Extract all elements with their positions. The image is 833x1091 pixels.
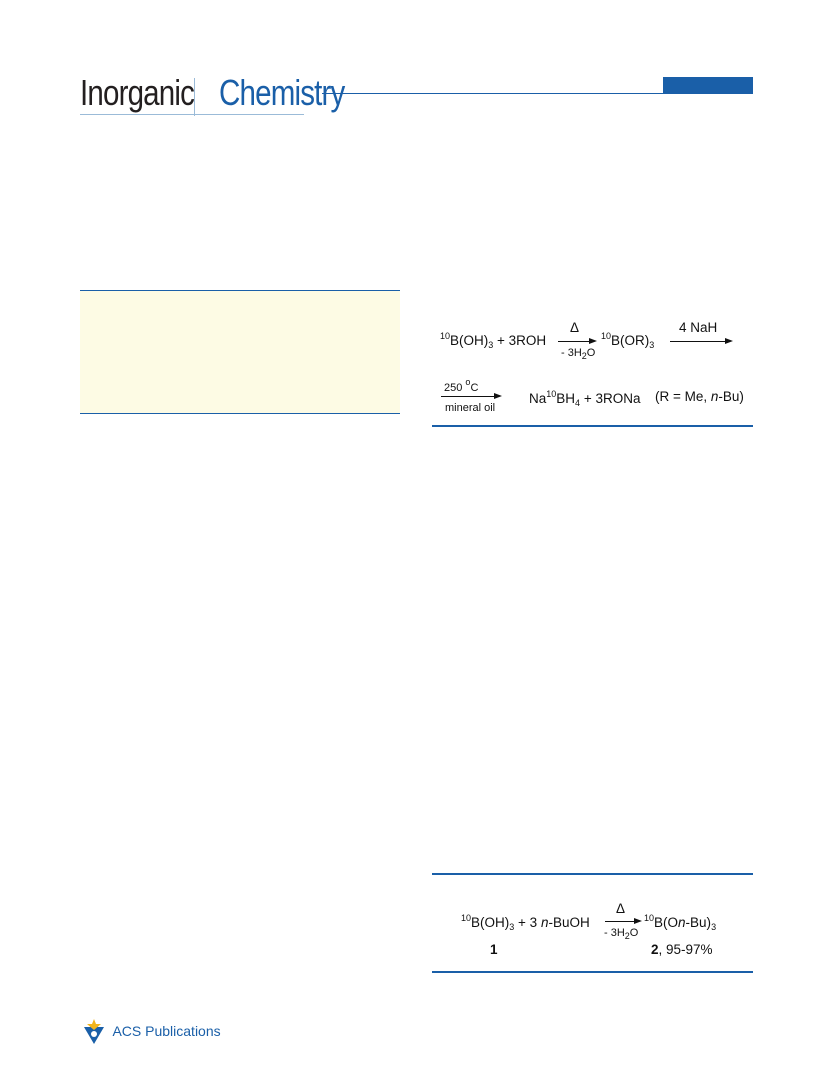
acs-emblem-icon (84, 1019, 104, 1044)
scheme1-arrow-1-head (589, 338, 597, 344)
scheme2-product-label: 2, 95-97% (651, 942, 713, 957)
header-color-block (663, 77, 753, 94)
scheme1-r-definition: (R = Me, n-Bu) (655, 389, 744, 404)
scheme2-compound-label-1: 1 (490, 942, 498, 957)
scheme1-borate-ester: 10B(OR)3 (601, 331, 655, 350)
scheme1-reactant: 10B(OH)3 + 3ROH (440, 331, 547, 350)
abstract-box (80, 290, 400, 414)
journal-name-chemistry: Chemistry (219, 72, 345, 113)
journal-name-inorganic: Inorganic (80, 72, 195, 113)
scheme2-water-loss: - 3H2O (604, 927, 639, 941)
journal-logo: Inorganic Chemistry (80, 72, 372, 124)
header-rule (322, 93, 753, 94)
scheme1-arrow-3 (441, 396, 497, 397)
scheme1-arrow-1 (558, 341, 592, 342)
scheme1-arrow-2-head (725, 338, 733, 344)
logo-underline (80, 114, 304, 115)
scheme2-arrow (605, 921, 637, 922)
scheme1-water-loss: - 3H2O (561, 347, 596, 361)
scheme1-arrow-3-head (494, 393, 502, 399)
logo-divider (194, 78, 195, 116)
scheme1-heat-symbol: Δ (570, 320, 580, 335)
scheme2-bottom-rule (432, 971, 753, 973)
scheme2-arrow-head (634, 918, 642, 924)
acs-publications-text: ACS Publications (112, 1023, 221, 1040)
scheme1-reagent-nah: 4 NaH (679, 320, 718, 335)
scheme1-bottom-rule (432, 425, 753, 427)
scheme2-reactants: 10B(OH)3 + 3 n-BuOH (461, 913, 590, 932)
acs-publications-logo: ACS Publications (80, 1018, 221, 1046)
scheme1-temperature: 250 oC (444, 377, 479, 394)
scheme2-top-rule (432, 873, 753, 875)
scheme1-arrow-2 (670, 341, 728, 342)
scheme2-product: 10B(On-Bu)3 (644, 913, 717, 932)
scheme2-heat-symbol: Δ (616, 901, 626, 916)
scheme1-product: Na10BH4 + 3RONa (529, 389, 641, 408)
scheme1-solvent: mineral oil (445, 402, 496, 414)
